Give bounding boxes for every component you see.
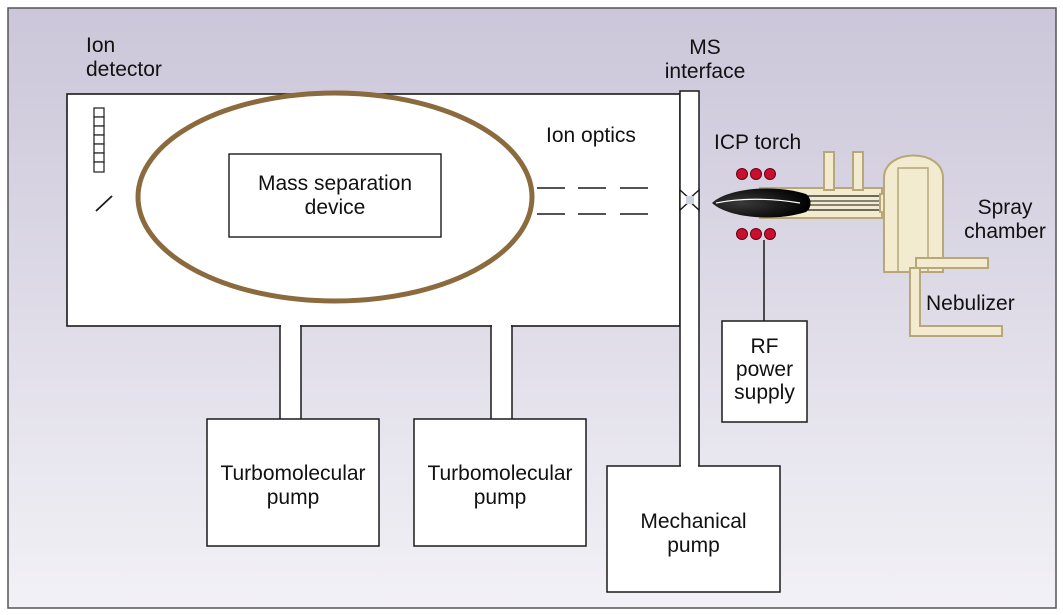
ms-interface-label: MS interface bbox=[650, 36, 760, 84]
ms-interface-label-line1: MS bbox=[689, 36, 721, 59]
turbo-pump-1-label-line2: pump bbox=[266, 486, 320, 509]
turbo-pump-1-label-line1: Turbomolecular bbox=[220, 462, 366, 485]
ion-optics-label: Ion optics bbox=[546, 124, 636, 147]
ms-interface bbox=[679, 90, 700, 468]
rf-power-supply-label-line1: RF bbox=[750, 335, 779, 358]
spray-chamber-label: Spray chamber bbox=[950, 196, 1060, 244]
ion-detector-icon bbox=[93, 107, 113, 212]
mass-separation-ellipse bbox=[135, 90, 535, 304]
mechanical-pump-box bbox=[606, 465, 781, 593]
spray-chamber-label-line1: Spray bbox=[977, 196, 1033, 219]
mechanical-pump-label-line2: pump bbox=[667, 534, 720, 557]
spray-chamber-label-line2: chamber bbox=[964, 220, 1046, 243]
pump-pipes bbox=[279, 325, 513, 421]
mechanical-pump-label: Mechanical pump bbox=[607, 510, 780, 558]
mass-separation-device bbox=[228, 153, 442, 238]
mass-separation-label-line2: device bbox=[304, 196, 366, 219]
turbo-pump-1-label: Turbomolecular pump bbox=[207, 462, 379, 510]
ion-detector-label-line1: Ion bbox=[86, 34, 116, 57]
turbo-pump-2-box bbox=[413, 418, 587, 547]
turbo-pump-1-box bbox=[206, 418, 380, 547]
turbo-pump-2-label-line1: Turbomolecular bbox=[427, 462, 573, 485]
rf-coil-icon bbox=[736, 168, 776, 240]
icp-torch-label: ICP torch bbox=[714, 131, 802, 154]
rf-power-supply-label-line2: power bbox=[735, 358, 794, 381]
rf-power-supply-label-line3: supply bbox=[734, 381, 795, 404]
ion-optics-lenses bbox=[537, 187, 648, 215]
mass-separation-label: Mass separation device bbox=[229, 172, 441, 220]
mechanical-pump-label-line1: Mechanical bbox=[640, 510, 747, 533]
mass-separation-label-line1: Mass separation bbox=[257, 172, 413, 195]
spray-chamber-icon bbox=[883, 154, 1003, 337]
ion-detector-label: Ion detector bbox=[86, 34, 162, 82]
turbo-pump-2-label: Turbomolecular pump bbox=[414, 462, 586, 510]
nebulizer-label: Nebulizer bbox=[926, 292, 1015, 315]
ms-interface-label-line2: interface bbox=[664, 60, 746, 83]
rf-power-supply-box bbox=[721, 320, 808, 423]
turbo-pump-2-label-line2: pump bbox=[473, 486, 527, 509]
ion-detector-label-line2: detector bbox=[86, 58, 162, 81]
rf-power-supply-label: RF power supply bbox=[722, 335, 807, 404]
